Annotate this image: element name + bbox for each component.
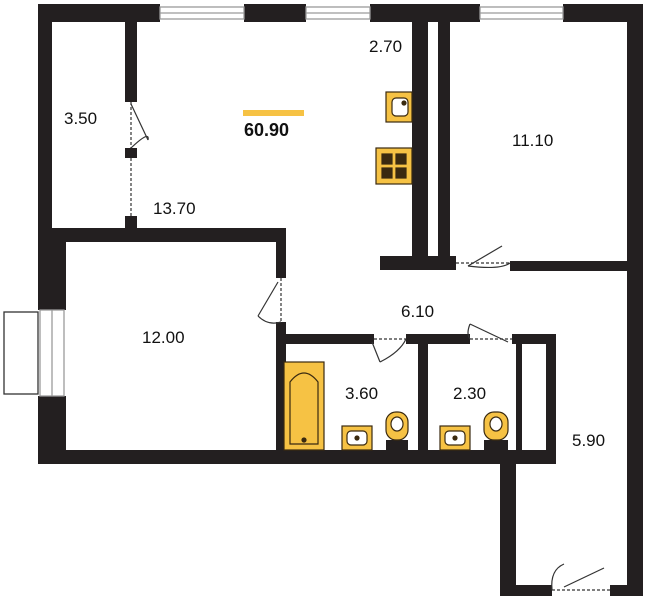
- walls: [38, 4, 643, 596]
- door-entrance: [551, 563, 610, 591]
- wall-storage-lower: [125, 216, 137, 230]
- room-area-entrance: 5.90: [572, 431, 605, 450]
- room-area-bathroom: 3.60: [345, 384, 378, 403]
- fixtures: [283, 91, 509, 451]
- room-area-bedroom-left: 12.00: [142, 328, 185, 347]
- room-area-storage: 3.50: [64, 109, 97, 128]
- kitchen-sink-icon: [385, 91, 413, 123]
- toilet-icon: [483, 411, 509, 450]
- wall-right: [627, 4, 643, 596]
- wall-entrance-bottom-right: [610, 585, 643, 596]
- doors: [130, 102, 610, 591]
- wall-shaft-left: [516, 344, 522, 450]
- wall-storage-mid: [125, 148, 137, 158]
- wall-bedroom-top: [52, 228, 284, 242]
- wall-bedroom-right-bottom-right: [510, 261, 643, 271]
- wall-niche-left: [412, 4, 428, 256]
- balcony: [3, 311, 39, 395]
- door-bathroom: [371, 338, 407, 363]
- wall-left-mid: [38, 230, 66, 310]
- door-bedroom-left: [257, 278, 282, 324]
- windows: [3, 6, 564, 397]
- wall-left-upper: [38, 4, 52, 230]
- wall-bath-top-left: [284, 334, 374, 344]
- room-area-toilet: 2.30: [453, 384, 486, 403]
- wall-top-left: [38, 4, 160, 22]
- stove-icon: [375, 147, 413, 185]
- wall-niche-right: [438, 4, 450, 266]
- wall-storage-upper: [125, 4, 137, 102]
- door-toilet: [467, 323, 512, 343]
- bathroom-sink-icon: [341, 425, 373, 451]
- wall-bath-top-mid: [406, 334, 470, 344]
- total-area-accent-bar: [243, 110, 304, 116]
- bathroom-toilet-icon: [385, 411, 409, 450]
- wall-entrance-left: [500, 450, 516, 596]
- wall-entrance-bottom-left: [500, 585, 552, 596]
- door-bedroom-right: [456, 245, 511, 269]
- wall-bath-top-right: [512, 334, 556, 344]
- total-area: 60.90: [244, 120, 289, 140]
- wall-bottom: [38, 450, 554, 464]
- bathtub-icon: [283, 361, 325, 451]
- wall-bedroom-right-upper: [276, 228, 286, 278]
- room-area-kitchen-niche: 2.70: [369, 37, 402, 56]
- wall-shaft-right: [546, 334, 556, 464]
- wall-bedroom-right-bottom-left: [380, 256, 456, 270]
- wall-top-right: [563, 4, 643, 22]
- door-storage: [130, 102, 149, 216]
- wall-bath-toilet-divider: [418, 334, 428, 452]
- toilet-room-sink-icon: [439, 425, 471, 451]
- room-area-living-kitchen: 13.70: [153, 199, 196, 218]
- wall-bedroom-right-lower: [276, 322, 286, 464]
- room-area-hallway: 6.10: [401, 302, 434, 321]
- room-area-bedroom-right: 11.10: [512, 131, 553, 150]
- wall-top-mid: [244, 4, 306, 22]
